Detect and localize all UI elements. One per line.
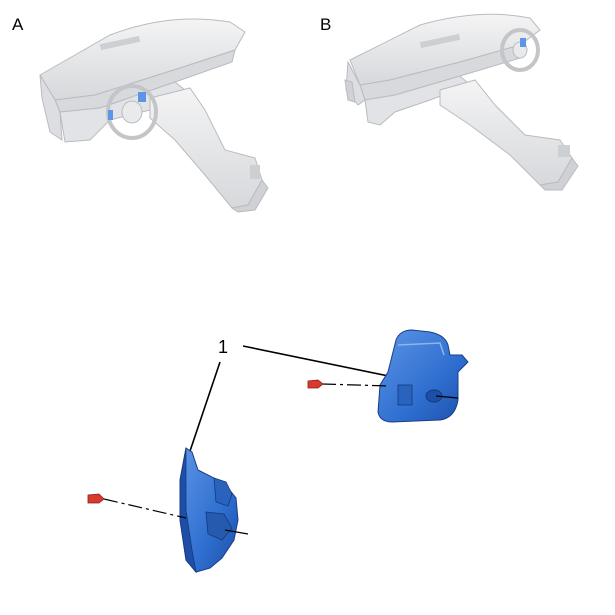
dashboard-a-illustration [39,18,269,213]
red-clip-icon [307,379,324,389]
clip-right [307,379,391,389]
view-b-label: B [320,15,331,34]
callout-1-label: 1 [218,337,228,357]
view-a-dashboard: A [12,15,269,213]
red-clip-icon [87,493,105,504]
view-b-dashboard: B [320,13,579,191]
exploded-parts: 1 [87,329,469,574]
switch-panel-left [179,447,249,574]
switch-housing-right [377,329,469,423]
leader-line-right-part [242,345,399,379]
view-a-label: A [12,15,24,34]
dashboard-b-illustration [344,13,579,191]
clip-left [87,493,187,519]
leader-lines [186,345,399,461]
leader-line-left-part [186,361,221,461]
